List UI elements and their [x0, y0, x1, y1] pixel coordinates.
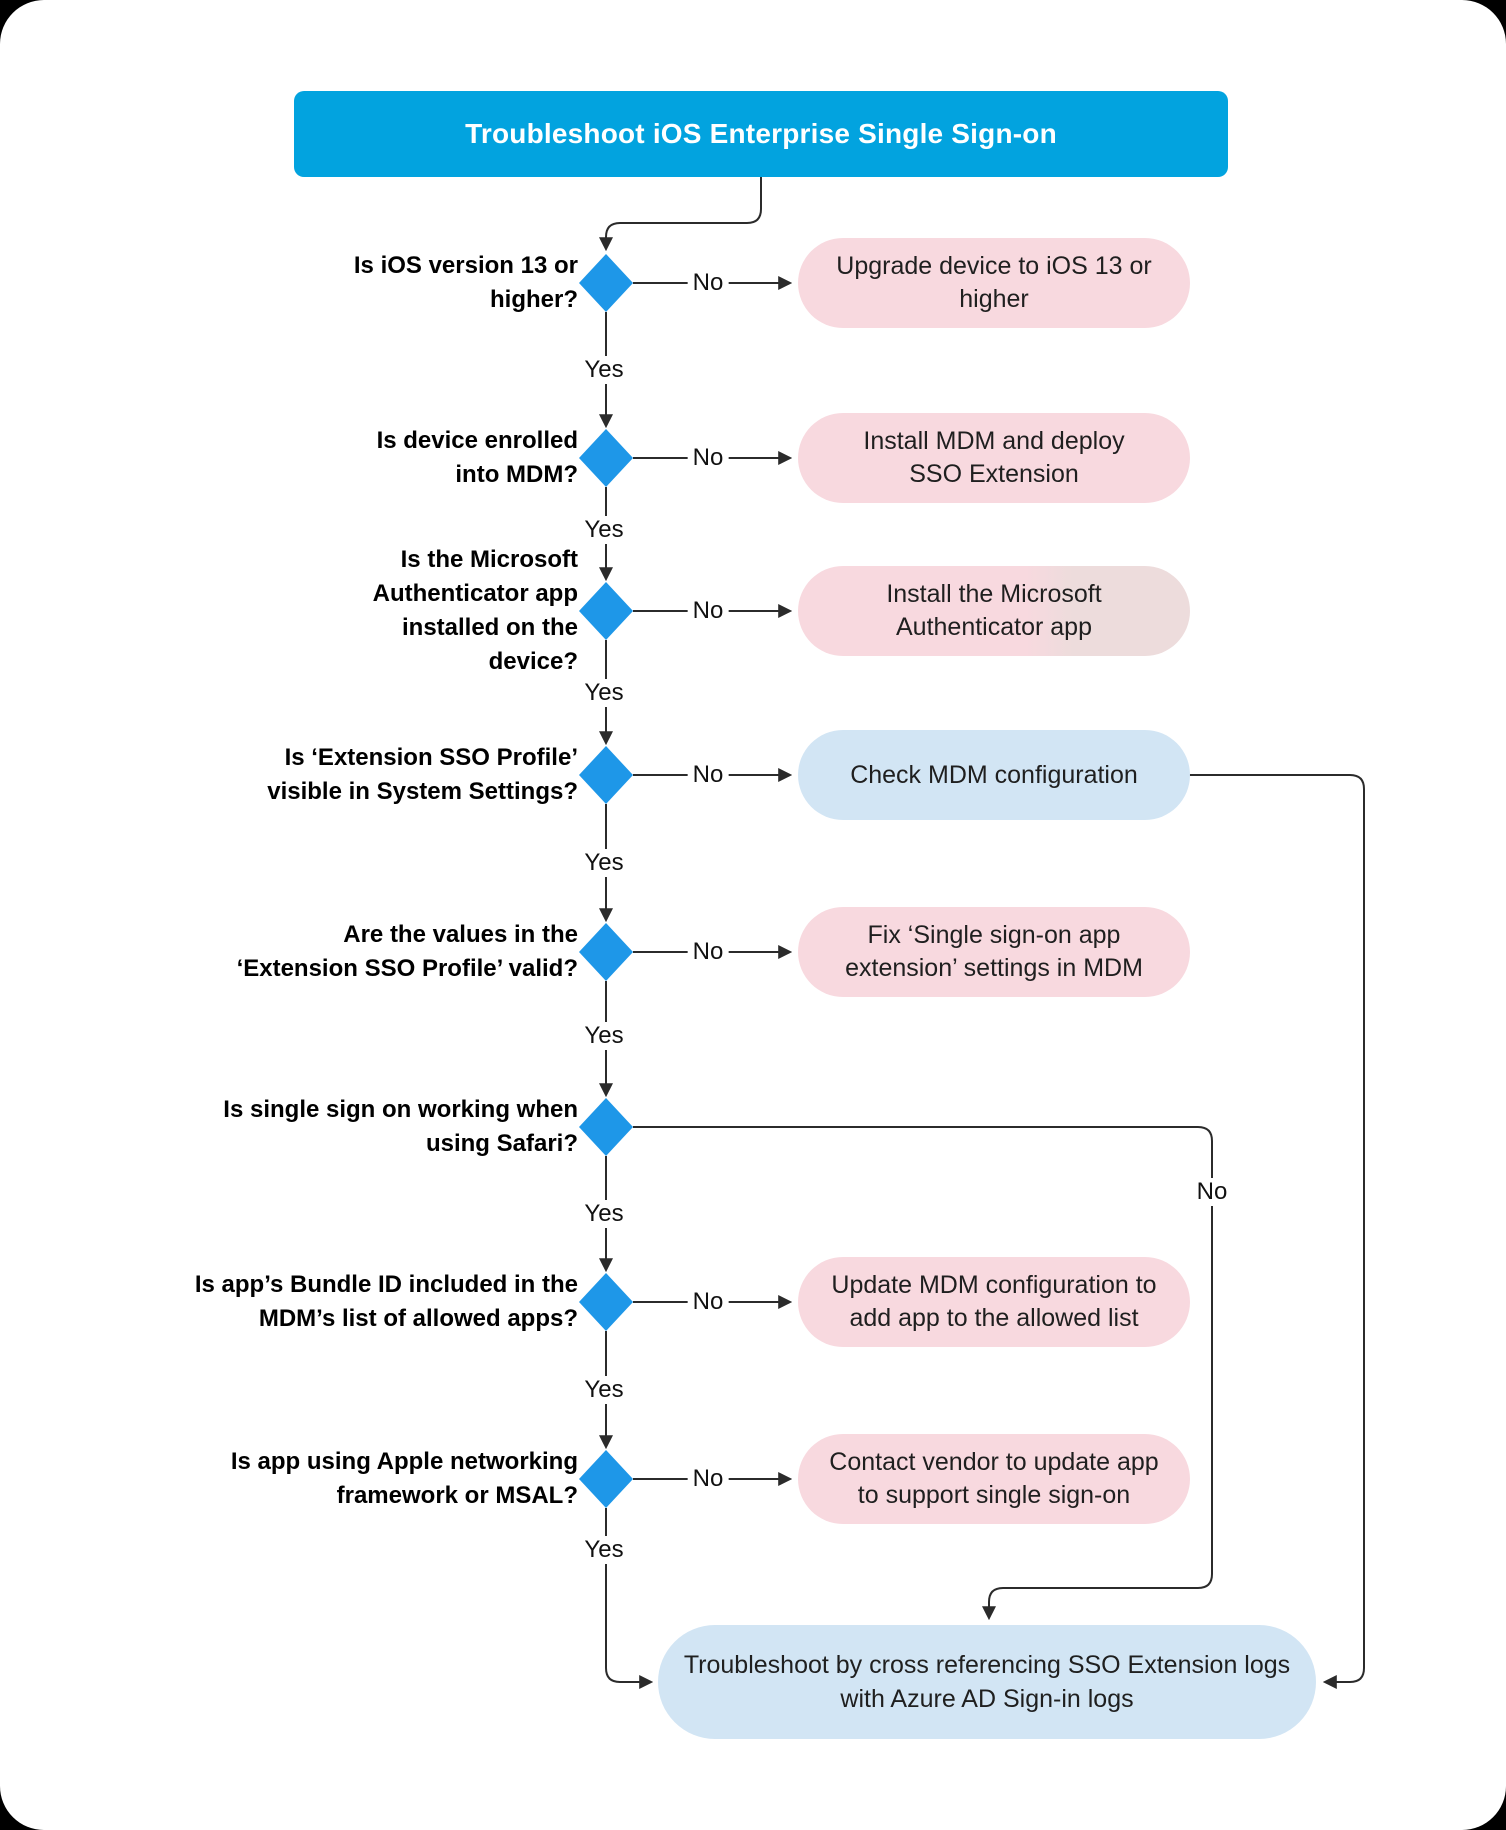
label-yes-4: Yes	[579, 849, 629, 877]
action-install-mdm: Install MDM and deploy SSO Extension	[798, 413, 1190, 503]
question-apple-networking-msal: Is app using Apple networking framework …	[230, 1448, 578, 1509]
edge-check-mdm-to-final	[1183, 774, 1365, 1689]
final-troubleshoot-node: Troubleshoot by cross referencing SSO Ex…	[658, 1625, 1316, 1739]
label-no-2: No	[687, 444, 729, 472]
label-no-3: No	[687, 597, 729, 625]
label-yes-7: Yes	[579, 1376, 629, 1404]
label-no-5: No	[687, 938, 729, 966]
edge-title-to-q1	[599, 177, 762, 252]
question-ios-version: Is iOS version 13 or higher?	[353, 252, 578, 313]
label-no-6: No	[1191, 1178, 1233, 1206]
label-no-7: No	[687, 1288, 729, 1316]
action-install-authenticator: Install the Microsoft Authenticator app	[798, 566, 1190, 656]
label-no-1: No	[687, 269, 729, 297]
action-check-mdm-configuration: Check MDM configuration	[798, 730, 1190, 820]
label-yes-3: Yes	[579, 679, 629, 707]
action-contact-vendor: Contact vendor to update app to support …	[798, 1434, 1190, 1524]
question-bundle-id-allowed: Is app’s Bundle ID included in the MDM’s…	[194, 1271, 578, 1332]
label-yes-1: Yes	[579, 356, 629, 384]
label-yes-5: Yes	[579, 1022, 629, 1050]
action-fix-sso-settings: Fix ‘Single sign-on app extension’ setti…	[798, 907, 1190, 997]
label-yes-8: Yes	[579, 1536, 629, 1564]
edge-yes-8-to-final	[605, 1508, 654, 1689]
title-node: Troubleshoot iOS Enterprise Single Sign-…	[294, 91, 1228, 177]
action-upgrade-ios: Upgrade device to iOS 13 or higher	[798, 238, 1190, 328]
label-no-8: No	[687, 1465, 729, 1493]
edge-no-6-to-final	[633, 1126, 1213, 1621]
question-authenticator-installed: Is the Microsoft Authenticator app insta…	[372, 546, 578, 675]
action-update-mdm-allowed-list: Update MDM configuration to add app to t…	[798, 1257, 1190, 1347]
question-sso-profile-visible: Is ‘Extension SSO Profile’ visible in Sy…	[267, 744, 578, 805]
question-mdm-enrolled: Is device enrolled into MDM?	[376, 427, 578, 488]
label-no-4: No	[687, 761, 729, 789]
label-yes-2: Yes	[579, 516, 629, 544]
question-sso-profile-valid: Are the values in the ‘Extension SSO Pro…	[236, 921, 578, 982]
label-yes-6: Yes	[579, 1200, 629, 1228]
question-safari-sso-working: Is single sign on working when using Saf…	[223, 1096, 578, 1157]
